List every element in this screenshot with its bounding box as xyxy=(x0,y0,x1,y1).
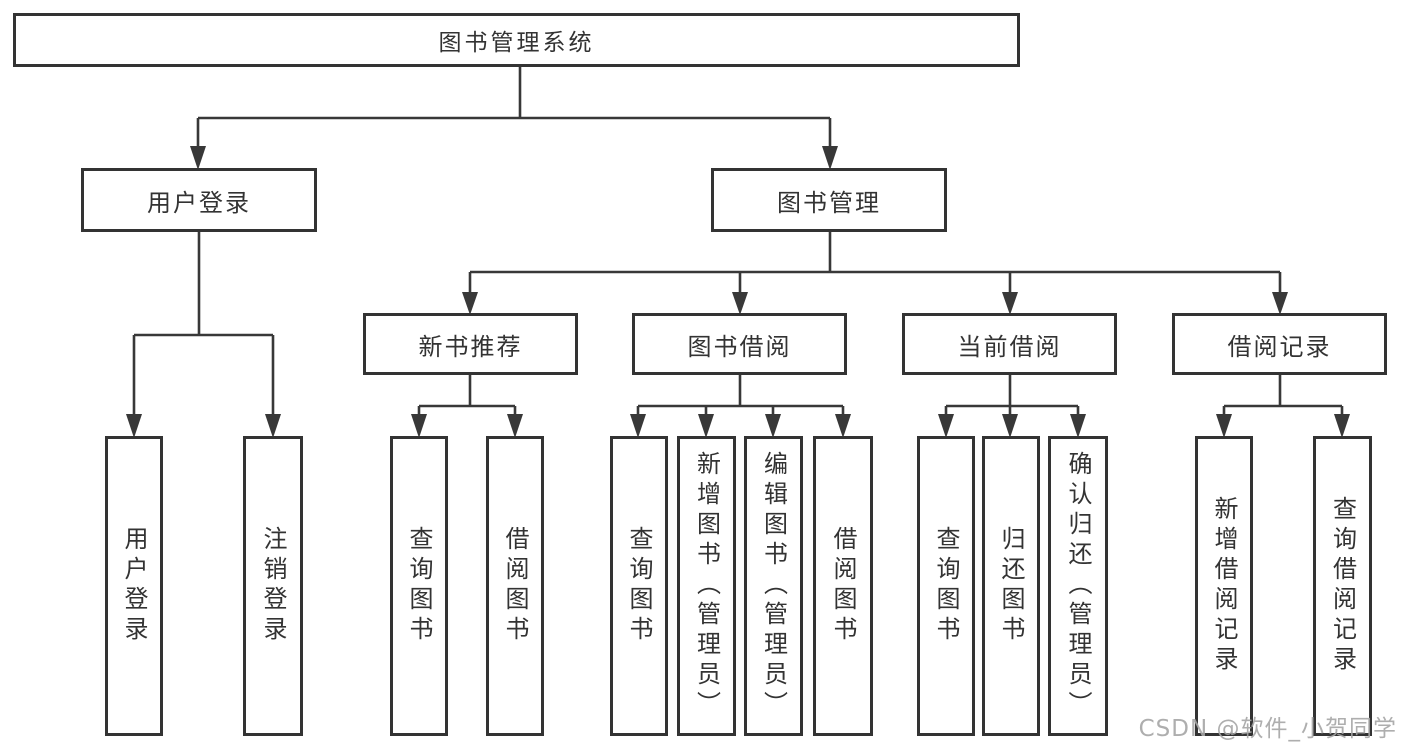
leaf-query-borrow-record: 查询借阅记录 xyxy=(1313,436,1372,736)
leaf-label: 查询图书 xyxy=(625,526,653,646)
node-label: 借阅记录 xyxy=(1227,332,1332,361)
node-current-borrowing: 当前借阅 xyxy=(902,313,1117,375)
node-label: 图书管理系统 xyxy=(438,30,595,56)
leaf-label: 归还图书 xyxy=(997,526,1025,646)
node-label: 图书管理 xyxy=(777,188,881,217)
node-label: 图书借阅 xyxy=(687,332,792,361)
leaf-label: 借阅图书 xyxy=(829,526,857,646)
leaf-label: 查询图书 xyxy=(405,526,433,646)
node-user-login: 用户登录 xyxy=(81,168,317,232)
node-new-book-recommendation: 新书推荐 xyxy=(363,313,578,375)
leaf-query-books-recommend: 查询图书 xyxy=(390,436,448,736)
leaf-add-borrow-record: 新增借阅记录 xyxy=(1195,436,1253,736)
leaf-label: 查询借阅记录 xyxy=(1328,496,1357,676)
leaf-label: 借阅图书 xyxy=(501,526,529,646)
leaf-edit-books-admin: 编辑图书（管理员） xyxy=(744,436,803,736)
node-book-management: 图书管理 xyxy=(711,168,947,232)
leaf-borrow-books-recommend: 借阅图书 xyxy=(486,436,544,736)
leaf-label: 用户登录 xyxy=(120,526,148,646)
leaf-label: 新增图书（管理员） xyxy=(692,451,721,721)
leaf-label: 注销登录 xyxy=(259,526,287,646)
leaf-user-login: 用户登录 xyxy=(105,436,163,736)
leaf-label: 查询图书 xyxy=(932,526,960,646)
leaf-logout: 注销登录 xyxy=(243,436,303,736)
leaf-query-books-borrow: 查询图书 xyxy=(610,436,668,736)
node-book-borrowing: 图书借阅 xyxy=(632,313,847,375)
node-borrowing-records: 借阅记录 xyxy=(1172,313,1387,375)
leaf-query-books-current: 查询图书 xyxy=(917,436,975,736)
leaf-label: 新增借阅记录 xyxy=(1210,496,1238,676)
node-label: 当前借阅 xyxy=(957,332,1062,361)
node-library-management-system: 图书管理系统 xyxy=(13,13,1020,67)
leaf-label: 确认归还（管理员） xyxy=(1064,451,1092,721)
leaf-borrow-books: 借阅图书 xyxy=(813,436,873,736)
node-label: 用户登录 xyxy=(147,188,251,217)
leaf-label: 编辑图书（管理员） xyxy=(759,451,788,721)
leaf-return-books: 归还图书 xyxy=(982,436,1040,736)
csdn-watermark: CSDN @软件_小贺同学 xyxy=(1138,716,1397,742)
leaf-confirm-return-admin: 确认归还（管理员） xyxy=(1048,436,1108,736)
leaf-add-books-admin: 新增图书（管理员） xyxy=(677,436,736,736)
node-label: 新书推荐 xyxy=(418,332,523,361)
